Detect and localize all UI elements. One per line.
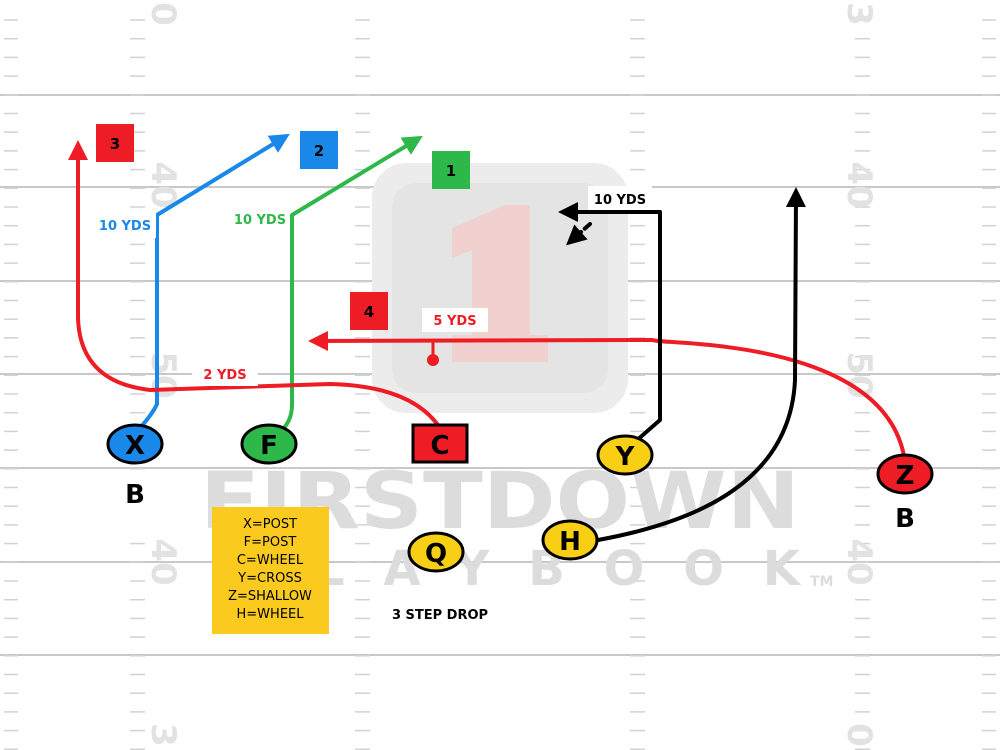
- route-labels: 10 YDS 10 YDS 2 YDS 5 YDS 10 YDS: [96, 186, 652, 386]
- watermark-tm: TM: [810, 574, 833, 590]
- player-x: [106, 423, 164, 465]
- yard-numbers: 0 3 40 40 50 50 40 40 3 0: [143, 2, 879, 747]
- legend-box: [212, 507, 329, 634]
- tag-b-right: B: [895, 504, 915, 534]
- yard-number: 40: [143, 161, 183, 208]
- player-z-label: Z: [896, 461, 915, 491]
- legend-line: H=WHEEL: [237, 607, 305, 622]
- route-label-y: 10 YDS: [594, 193, 646, 208]
- players: X F C Y Z H Q: [106, 423, 934, 573]
- yard-number: 40: [839, 161, 879, 208]
- yard-number: 0: [143, 2, 183, 26]
- legend-line: C=WHEEL: [237, 553, 304, 568]
- player-h: [541, 519, 599, 561]
- route-label-z: 5 YDS: [433, 314, 476, 329]
- read-number-2: 2: [314, 142, 324, 160]
- qb-note-bg: [384, 600, 496, 628]
- legend-line: Z=SHALLOW: [228, 589, 312, 604]
- read-number-1: 1: [446, 162, 456, 180]
- player-q-label: Q: [425, 539, 447, 569]
- routes: [68, 133, 907, 542]
- tag-b-left: B: [125, 480, 145, 510]
- yard-number: 3: [143, 723, 183, 747]
- read-box-1: [432, 151, 470, 189]
- player-x-label: X: [125, 431, 145, 461]
- yard-number: 3: [839, 2, 879, 26]
- route-legend: X=POST F=POST C=WHEEL Y=CROSS Z=SHALLOW …: [212, 507, 329, 634]
- read-box-4: [350, 292, 388, 330]
- legend-line: X=POST: [243, 517, 297, 532]
- player-c-label: C: [430, 431, 449, 461]
- read-number-3: 3: [110, 135, 120, 153]
- route-label-c: 2 YDS: [203, 368, 246, 383]
- route-y-option: [566, 222, 592, 246]
- player-y-label: Y: [615, 442, 636, 472]
- player-y: [596, 434, 654, 476]
- player-f: [240, 423, 298, 465]
- qb-note: 3 STEP DROP: [392, 608, 488, 623]
- route-c-wheel: [68, 140, 442, 430]
- read-box-2: [300, 131, 338, 169]
- player-c: [411, 423, 469, 464]
- read-number-4: 4: [364, 303, 374, 321]
- route-label-f: 10 YDS: [234, 213, 286, 228]
- yard-number: 0: [839, 723, 879, 747]
- legend-line: Y=CROSS: [237, 571, 302, 586]
- yard-number: 40: [839, 538, 879, 585]
- player-z: [876, 453, 934, 495]
- player-h-label: H: [559, 527, 581, 557]
- read-progression: 1 2 3 4: [96, 124, 470, 330]
- legend-line: F=POST: [244, 535, 297, 550]
- read-box-3: [96, 124, 134, 162]
- player-f-label: F: [260, 431, 278, 461]
- route-h-wheel: [596, 187, 806, 542]
- route-y-cross: [558, 202, 662, 450]
- z-depth-marker-dot: [427, 354, 439, 366]
- b-tags: B B: [112, 476, 928, 548]
- route-label-x: 10 YDS: [99, 219, 151, 234]
- player-q: [407, 531, 465, 573]
- yard-number: 40: [143, 538, 183, 585]
